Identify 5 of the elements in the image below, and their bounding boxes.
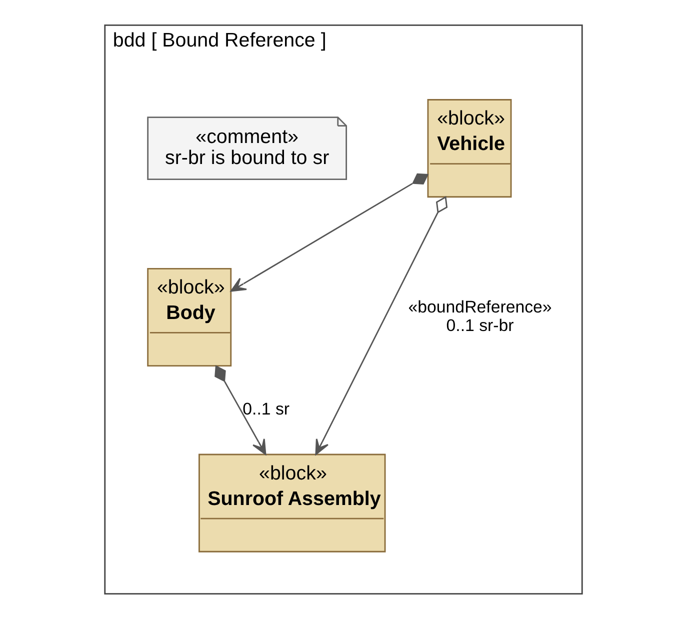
edge-label: «boundReference» 0..1 sr-br — [408, 297, 552, 335]
arrow — [314, 196, 448, 456]
arrow — [214, 365, 266, 455]
arrow — [230, 173, 428, 292]
edge-label: 0..1 sr — [242, 400, 290, 419]
